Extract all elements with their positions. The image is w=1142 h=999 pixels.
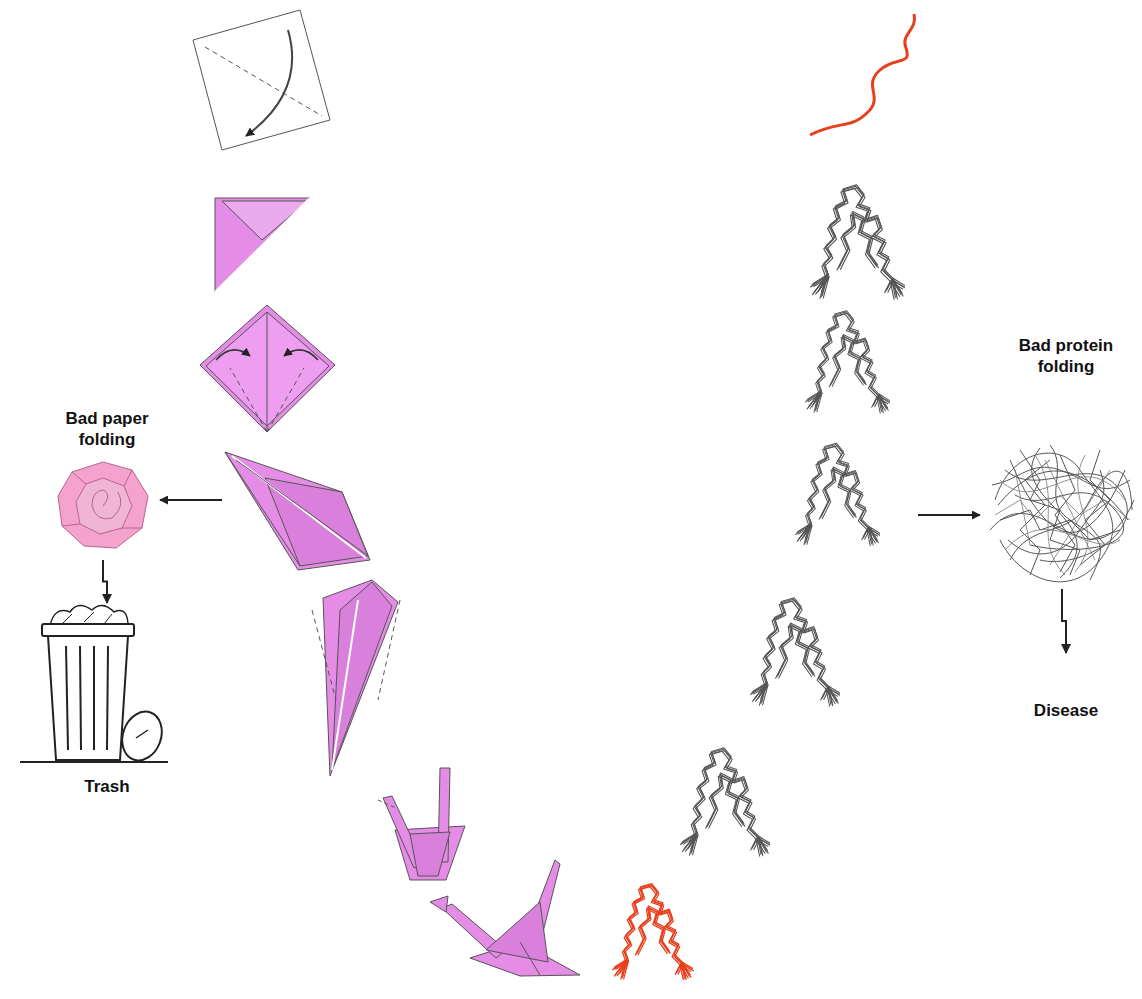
origami-step-triangle [215,198,310,292]
origami-step-kite [225,452,370,570]
protein-ensemble [680,185,905,856]
aggregate-tangle [1005,530,1120,550]
origami-step-diamond [200,305,335,432]
node-label: Disease [1012,700,1120,721]
outcome-group: Disease [1012,655,1120,721]
origami-step-narrow [312,610,336,700]
aggregate-tangle [995,455,1130,575]
origami-step-kite [236,460,368,556]
origami-step-triangle [222,201,308,240]
aggregate-tangle [1015,460,1110,565]
trash-group: Trash [18,605,196,797]
origami-step-kite [225,452,370,570]
trash-can [20,605,168,766]
bad-fold-arrow [160,499,222,501]
flow-arrow [103,560,107,603]
trash-can [93,646,95,750]
trash-can [42,624,134,636]
origami-crane [486,902,548,962]
aggregate-tangle [995,453,1113,582]
aggregate-tangle [1000,510,1120,540]
crumpled-rose [58,462,148,548]
origami-step-diamond [284,350,318,360]
origami-step-crane-unfinished [378,800,396,808]
crumpled-rose [58,462,148,548]
origami-crane [430,860,580,976]
origami-step-narrow [378,600,400,700]
origami-step-narrow [312,580,400,776]
node-label: Bad paper folding [48,408,166,450]
origami-step-square [205,47,322,116]
flow-arrow [1062,589,1066,653]
protein-ensemble [805,311,890,413]
node-label: Bad protein folding [1007,335,1125,377]
origami-step-diamond [230,368,267,432]
origami-step-triangle [215,198,310,292]
trash-can [107,646,108,750]
aggregate-tangle [1015,493,1124,550]
origami-step-kite [225,452,300,566]
native-protein [613,884,693,980]
origami-step-diamond [267,368,304,432]
protein-ensemble [795,443,880,545]
node-label: Trash [18,776,196,797]
bad-fold-group: Bad protein folding [985,335,1139,587]
origami-step-crane-unfinished [378,768,465,880]
origami-step-square [246,30,292,136]
crumpled-rose [124,470,132,486]
bad-fold-group: Bad paper folding [28,408,178,558]
origami-step-narrow [332,600,358,770]
origami-step-narrow [332,582,392,770]
aggregate-tangle [1075,455,1088,572]
misfold-arrow [918,514,980,516]
origami-crane [430,896,448,912]
crumpled-rose [122,528,142,529]
aggregate-tangle [990,445,1134,582]
origami-step-square [193,10,330,150]
origami-step-crane-unfinished [410,832,450,876]
trash-can [48,636,128,760]
origami-step-narrow [323,580,398,776]
origami-step-kite [265,478,368,566]
trash-can [20,761,168,763]
trash-can [62,612,112,624]
protein-ensemble [680,748,770,856]
origami-step-diamond [200,305,335,432]
trash-can [80,646,81,750]
crumpled-rose [72,472,86,484]
crumpled-rose [62,524,80,526]
origami-step-diamond [267,312,268,432]
protein-ensemble [810,185,905,299]
trash-can [66,646,68,750]
trash-can [50,605,128,626]
crumpled-rose [76,478,132,534]
origami-step-triangle [215,198,310,292]
unfolded-chain [810,14,915,135]
trash-can [116,706,169,766]
crumpled-rose [92,490,121,519]
origami-step-diamond [216,350,250,360]
protein-ensemble [750,598,840,706]
origami-step-square [193,10,330,150]
aggregate-tangle [995,495,1130,520]
origami-crane [520,942,540,975]
native-protein [613,884,693,980]
trash-can [136,730,148,738]
